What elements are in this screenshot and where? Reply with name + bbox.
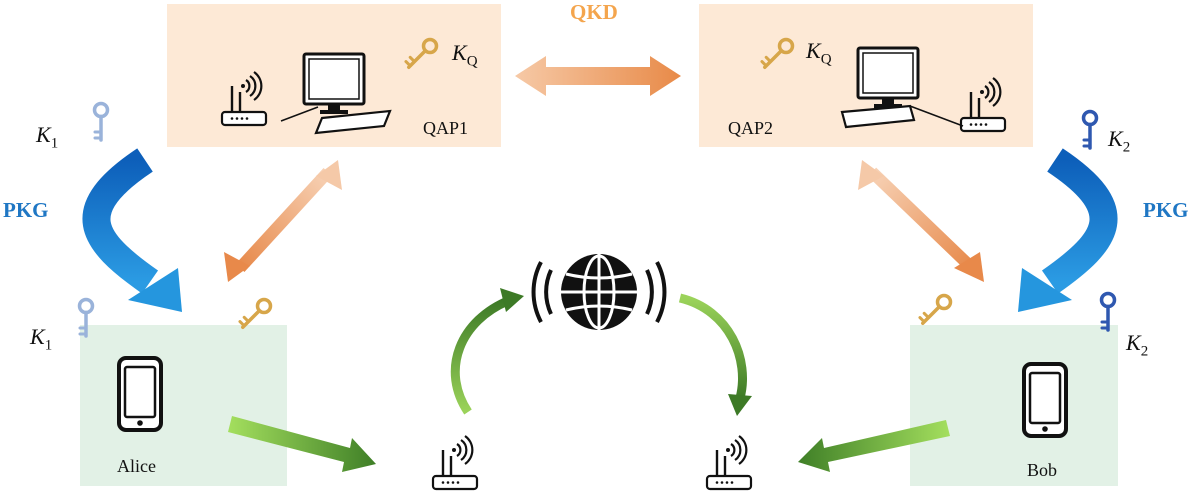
bob-quantum-key-icon [916,291,955,330]
qkd-arrow [515,56,681,96]
alice-label: Alice [117,456,156,476]
router-to-internet-arrow [450,288,524,415]
qap1-label: QAP1 [423,118,469,138]
k2-bottom-label: K2 [1126,330,1149,360]
left-router-icon [431,434,479,491]
bob-to-router-arrow [798,420,950,472]
qap2-label: QAP2 [728,118,774,138]
k2-top-label: K2 [1108,126,1131,156]
pkg-left-arrow [82,148,182,312]
bob-phone-icon [1022,362,1068,438]
kq-left-label: KQ [452,40,478,70]
alice-to-router-arrow [228,416,376,472]
internet-to-router-arrow [678,293,752,416]
k2-top-key-icon [1081,109,1099,150]
qap1-computer-icon [280,52,392,135]
k1-bottom-label: K1 [30,324,53,354]
pkg-left-label: PKG [3,198,49,222]
qkd-label: QKD [570,0,618,24]
alice-phone-icon [117,356,163,432]
right-router-icon [705,434,753,491]
pkg-right-label: PKG [1143,198,1189,222]
pkg-right-arrow [1018,148,1118,312]
qap2-computer-icon [840,46,964,129]
qap2-bob-arrow [858,160,984,282]
k1-top-key-icon [92,101,110,142]
bob-box [910,325,1118,486]
bob-label: Bob [1027,460,1058,480]
alice-box [80,325,287,486]
qap1-alice-arrow [224,160,342,282]
k2-bottom-key-icon [1099,291,1117,332]
kq-right-label: KQ [806,38,832,68]
k1-top-label: K1 [36,122,59,152]
internet-globe-icon [531,254,667,330]
